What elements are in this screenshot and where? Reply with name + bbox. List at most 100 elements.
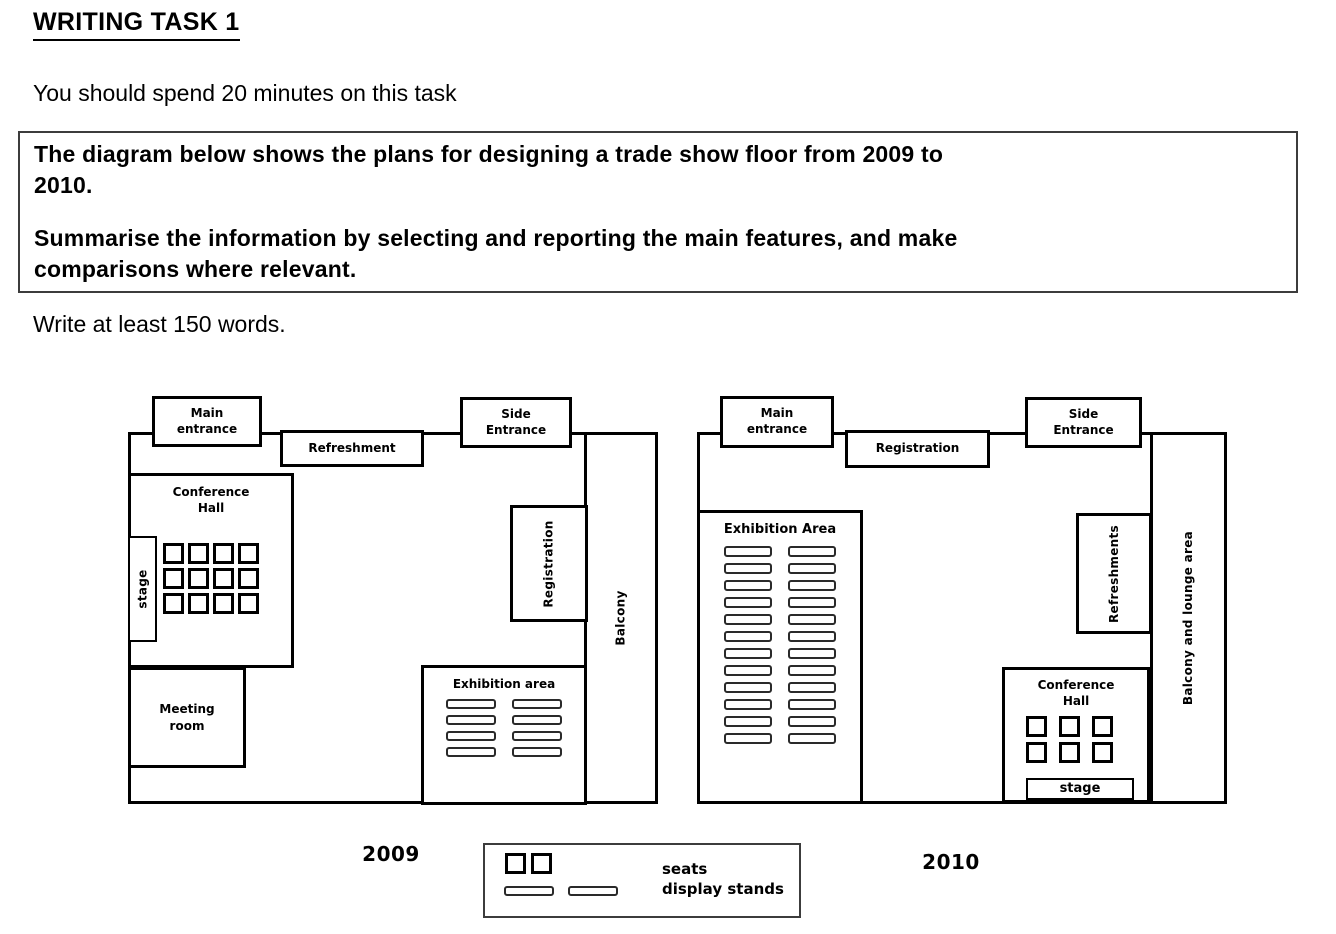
display-stand [512, 731, 562, 742]
display-stand [446, 699, 496, 710]
display-stand [788, 698, 836, 710]
display-stand [788, 647, 836, 659]
seat-square [531, 853, 552, 874]
side-entrance-label-2010: Side Entrance [1053, 406, 1114, 437]
display-stand [724, 596, 772, 608]
year-label-2010: 2010 [922, 850, 980, 874]
legend-stand-symbols [504, 886, 618, 896]
conference-hall-label-2009: Conference Hall [172, 485, 250, 516]
side-entrance-label-2009: Side Entrance [485, 406, 547, 437]
exhibition-area-2009: Exhibition area [421, 665, 587, 805]
display-stand [788, 562, 836, 574]
time-instruction: You should spend 20 minutes on this task [33, 80, 457, 106]
seat-square [505, 853, 526, 874]
meeting-room-label-2009: Meeting room [159, 702, 215, 733]
exhibition-area-label-2009: Exhibition area [452, 677, 556, 691]
exhibition-area-2010: Exhibition Area [697, 510, 863, 804]
seat-square [163, 543, 184, 564]
display-stand [724, 545, 772, 557]
main-entrance-2009: Main entrance [152, 396, 262, 447]
seat-square [1059, 716, 1080, 737]
display-stand [724, 579, 772, 591]
seat-square [188, 568, 209, 589]
conference-seats-grid-2010 [1026, 716, 1113, 763]
display-stand [512, 747, 562, 758]
balcony-lounge-label-2010: Balcony and lounge area [1181, 530, 1196, 706]
display-stand [446, 715, 496, 726]
main-entrance-label-2010: Main entrance [746, 406, 808, 436]
display-stand [788, 545, 836, 557]
display-stand [788, 664, 836, 676]
legend-seats-label: seats [662, 860, 708, 878]
conference-hall-2009: Conference Hall stage [128, 473, 294, 668]
display-stand [446, 731, 496, 742]
seat-square [1092, 742, 1113, 763]
seat-square [213, 593, 234, 614]
display-stand [788, 732, 836, 744]
registration-label-2009: Registration [542, 519, 556, 608]
seat-square [163, 593, 184, 614]
main-entrance-2010: Main entrance [720, 396, 834, 448]
seat-square [238, 568, 259, 589]
display-stand [788, 579, 836, 591]
side-entrance-2009: Side Entrance [460, 397, 572, 448]
prompt-paragraph-1: The diagram below shows the plans for de… [34, 141, 944, 198]
refreshment-label-2009: Refreshment [308, 440, 396, 455]
seat-square [238, 593, 259, 614]
task-prompt-box: The diagram below shows the plans for de… [18, 131, 1298, 293]
display-stand [724, 613, 772, 625]
display-stand [724, 562, 772, 574]
exhibition-stands-grid-2009 [446, 699, 562, 758]
display-stand [788, 715, 836, 727]
display-stand [724, 698, 772, 710]
stage-label-2009: stage [135, 569, 150, 609]
display-stand [512, 715, 562, 726]
seat-square [163, 568, 184, 589]
display-stand [724, 732, 772, 744]
refreshment-2009: Refreshment [280, 430, 424, 467]
display-stand [788, 613, 836, 625]
legend-seat-symbols [505, 853, 552, 874]
display-stand [446, 747, 496, 758]
display-stand [504, 886, 554, 896]
display-stand [512, 699, 562, 710]
exhibition-stands-grid-2010 [724, 545, 836, 744]
seat-square [188, 543, 209, 564]
seat-square [1059, 742, 1080, 763]
seat-square [1026, 742, 1047, 763]
main-entrance-label-2009: Main entrance [176, 405, 238, 436]
balcony-2009: Balcony [584, 432, 658, 804]
balcony-label-2009: Balcony [614, 590, 628, 646]
display-stand [724, 664, 772, 676]
page-title: WRITING TASK 1 [33, 8, 240, 41]
seat-square [1026, 716, 1047, 737]
display-stand [568, 886, 618, 896]
display-stand [724, 681, 772, 693]
seat-square [188, 593, 209, 614]
display-stand [788, 681, 836, 693]
conference-seats-grid-2009 [163, 543, 259, 614]
display-stand [724, 715, 772, 727]
display-stand [724, 630, 772, 642]
legend-box: seats display stands [483, 843, 801, 918]
display-stand [788, 630, 836, 642]
seat-square [213, 543, 234, 564]
balcony-lounge-2010: Balcony and lounge area [1150, 432, 1227, 804]
prompt-paragraph-2: Summarise the information by selecting a… [34, 225, 958, 282]
stage-label-2010: stage [1059, 781, 1101, 797]
year-label-2009: 2009 [362, 842, 420, 866]
refreshments-2010: Refreshments [1076, 513, 1152, 634]
seat-square [1092, 716, 1113, 737]
word-count-instruction: Write at least 150 words. [33, 311, 286, 337]
refreshments-label-2010: Refreshments [1107, 524, 1122, 623]
stage-2010: stage [1026, 778, 1134, 800]
exhibition-area-label-2010: Exhibition Area [723, 522, 837, 537]
seat-square [213, 568, 234, 589]
conference-hall-label-2010: Conference Hall [1037, 678, 1115, 709]
registration-2009: Registration [510, 505, 588, 622]
stage-2009: stage [128, 536, 157, 642]
registration-label-2010: Registration [875, 441, 960, 456]
legend-stands-label: display stands [662, 880, 784, 898]
registration-2010: Registration [845, 430, 990, 468]
